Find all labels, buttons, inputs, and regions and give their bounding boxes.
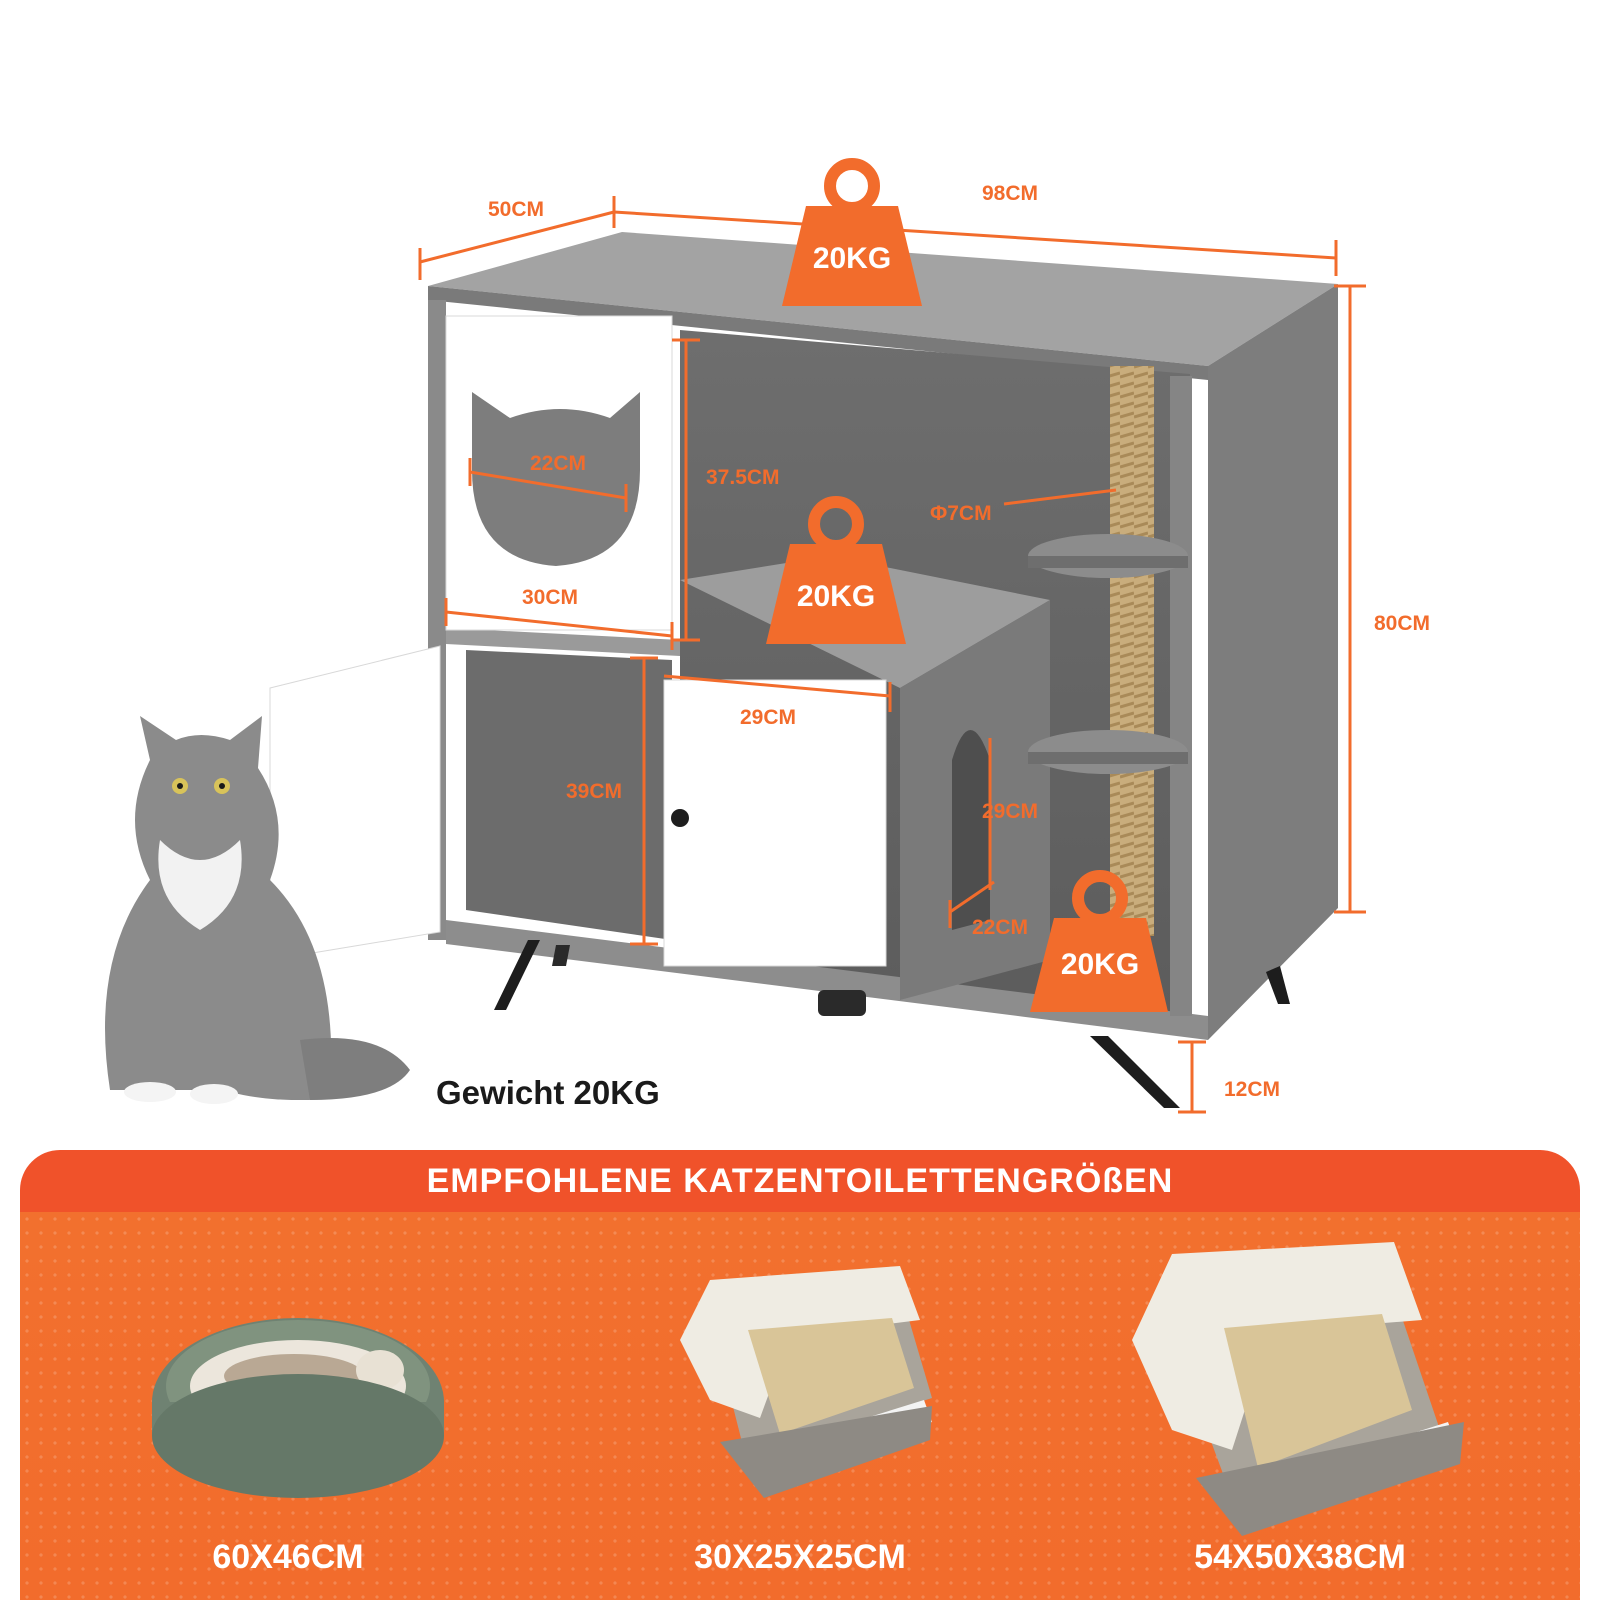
post-platform-lower-edge (1028, 752, 1188, 764)
cat-litter-cabinet-illustration (105, 158, 1366, 1114)
cat-head-opening (472, 392, 640, 566)
size-label-large-box: 54X50X38CM (1194, 1538, 1406, 1576)
door-knob (671, 809, 689, 827)
arch-width-label: 22CM (972, 916, 1029, 939)
post-platform-upper-edge (1028, 556, 1188, 568)
depth-label: 50CM (488, 198, 545, 221)
weight-icon (1030, 870, 1168, 1012)
leg-back-right (1266, 966, 1290, 1004)
width-label: 98CM (982, 182, 1039, 205)
weight-caption: Gewicht 20KG (436, 1074, 660, 1111)
lower-left-cavity (466, 650, 672, 940)
recommended-sizes-banner: EMPFOHLENE KATZENTOILETTENGRÖßEN (20, 1150, 1580, 1600)
lower-door-width-label: 29CM (740, 706, 797, 729)
leg-front-left (494, 940, 540, 1010)
weight-icon (782, 158, 922, 306)
scratching-post (1110, 366, 1154, 936)
size-label-bed: 60X46CM (212, 1538, 364, 1576)
size-label-small-box: 30X25X25CM (694, 1538, 906, 1576)
cat-hole-width-label: 22CM (530, 452, 587, 475)
banner-title: EMPFOHLENE KATZENTOILETTENGRÖßEN (426, 1162, 1174, 1200)
large-litter-box-icon (1132, 1242, 1464, 1536)
cabinet-base (446, 920, 1208, 1040)
lower-front-door (663, 679, 887, 967)
litter-box-illustrations (152, 1242, 1464, 1536)
lower-compartment-height-label: 39CM (566, 780, 623, 803)
cat-photo-illustration (105, 716, 410, 1104)
upper-door-width-label: 30CM (522, 586, 579, 609)
post-diameter-label: Φ7CM (930, 502, 992, 525)
leg-height-label: 12CM (1224, 1078, 1281, 1101)
cabinet-top-edge (428, 286, 1208, 380)
middle-shelf (446, 628, 680, 656)
round-cat-bed-icon (152, 1318, 444, 1498)
shelf-load-label: 20KG (1060, 948, 1140, 981)
dimension-lines (418, 196, 1366, 1114)
arch-opening (952, 730, 990, 930)
leg-front-right (1090, 1036, 1180, 1108)
weight-icon (766, 496, 906, 644)
upper-compartment-height-label: 37.5CM (706, 466, 780, 489)
top-load-label: 20KG (812, 242, 892, 275)
small-litter-box-icon (680, 1266, 932, 1498)
leg-back-left (552, 945, 570, 966)
height-label: 80CM (1374, 612, 1431, 635)
middle-load-label: 20KG (796, 580, 876, 613)
leg-center-foot (818, 990, 866, 1016)
arch-height-label: 29CM (982, 800, 1039, 823)
cabinet-right-side (1208, 284, 1338, 1040)
right-column-divider (1170, 376, 1192, 1016)
